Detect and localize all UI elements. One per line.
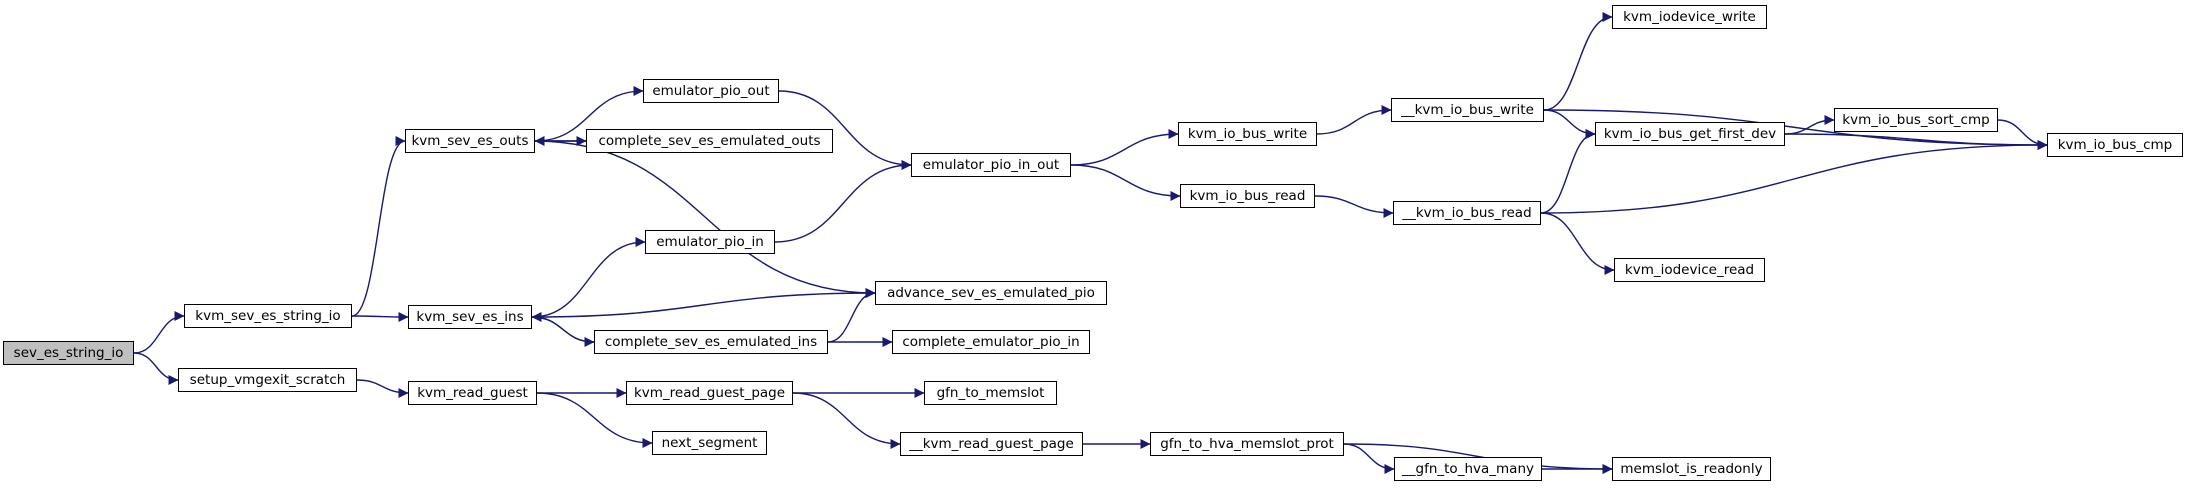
edge-kvm-io-bus-sort-cmp-to-kvm-io-bus-cmp — [1997, 119, 2048, 150]
edge-kvm-sev-es-string-io-to-kvm-sev-es-ins — [351, 311, 409, 322]
node-gfn-to-hva-memslot-prot[interactable]: gfn_to_hva_memslot_prot — [1150, 432, 1344, 456]
node-kvm-io-bus-get-first-dev[interactable]: kvm_io_bus_get_first_dev — [1595, 122, 1785, 146]
edge-complete-sev-es-emulated-ins-to-advance-sev-es-emulated-pio — [827, 288, 876, 343]
edge---kvm-io-bus-read-to-kvm-iodevice-read — [1540, 212, 1615, 275]
node-setup-vmgexit-scratch[interactable]: setup_vmgexit_scratch — [178, 368, 357, 392]
node-kvm-io-bus-read[interactable]: kvm_io_bus_read — [1180, 184, 1315, 208]
node-advance-sev-es-emulated-pio[interactable]: advance_sev_es_emulated_pio — [875, 281, 1107, 305]
node-complete-sev-es-emulated-ins[interactable]: complete_sev_es_emulated_ins — [594, 330, 828, 354]
node-emulator-pio-in-out[interactable]: emulator_pio_in_out — [911, 153, 1071, 177]
edge-emulator-pio-in-to-emulator-pio-in-out — [774, 160, 912, 243]
node-emulator-pio-out[interactable]: emulator_pio_out — [643, 79, 779, 103]
node-kvm-read-guest-page-internal[interactable]: __kvm_read_guest_page — [900, 432, 1083, 456]
edge-sev-es-string-io-to-kvm-sev-es-string-io — [133, 311, 185, 354]
node-complete-sev-es-emulated-outs[interactable]: complete_sev_es_emulated_outs — [586, 129, 833, 153]
node-kvm-read-guest[interactable]: kvm_read_guest — [408, 381, 537, 405]
node-gfn-to-memslot[interactable]: gfn_to_memslot — [924, 381, 1057, 405]
node-kvm-sev-es-string-io[interactable]: kvm_sev_es_string_io — [184, 304, 352, 328]
node-kvm-io-bus-sort-cmp[interactable]: kvm_io_bus_sort_cmp — [1834, 108, 1998, 132]
node-kvm-read-guest-page[interactable]: kvm_read_guest_page — [626, 381, 793, 405]
edge-setup-vmgexit-scratch-to-kvm-read-guest — [356, 379, 409, 398]
node-kvm-iodevice-write[interactable]: kvm_iodevice_write — [1612, 5, 1767, 29]
node-kvm-sev-es-outs[interactable]: kvm_sev_es_outs — [405, 129, 535, 153]
node-kvm-sev-es-ins[interactable]: kvm_sev_es_ins — [408, 305, 532, 329]
edge-emulator-pio-out-to-emulator-pio-in-out — [778, 90, 912, 170]
edge---kvm-io-bus-write-to-kvm-io-bus-get-first-dev — [1543, 109, 1596, 139]
node-sev-es-string-io[interactable]: sev_es_string_io — [3, 341, 134, 365]
node-kvm-io-bus-write[interactable]: kvm_io_bus_write — [1178, 122, 1317, 146]
edge-kvm-sev-es-outs-to-emulator-pio-out — [534, 86, 644, 142]
node-kvm-io-bus-write-internal[interactable]: __kvm_io_bus_write — [1391, 98, 1544, 122]
node-kvm-iodevice-read[interactable]: kvm_iodevice_read — [1614, 258, 1765, 282]
edge-sev-es-string-io-to-setup-vmgexit-scratch — [133, 352, 179, 385]
node-next-segment[interactable]: next_segment — [652, 431, 767, 455]
edge-kvm-sev-es-ins-to-emulator-pio-in — [531, 237, 646, 318]
node-memslot-is-readonly[interactable]: memslot_is_readonly — [1612, 457, 1771, 481]
edge-kvm-sev-es-ins-to-advance-sev-es-emulated-pio — [531, 288, 876, 318]
node-complete-emulator-pio-in[interactable]: complete_emulator_pio_in — [892, 330, 1090, 354]
edge-kvm-sev-es-outs-to-advance-sev-es-emulated-pio — [534, 140, 876, 298]
node-emulator-pio-in[interactable]: emulator_pio_in — [645, 230, 775, 254]
node-gfn-to-hva-many-internal[interactable]: __gfn_to_hva_many — [1394, 457, 1542, 481]
edge-gfn-to-hva-memslot-prot-to---gfn-to-hva-many — [1343, 443, 1395, 474]
edge-kvm-read-guest-page-to---kvm-read-guest-page — [792, 392, 901, 449]
edge-kvm-read-guest-to-next-segment — [536, 392, 653, 448]
edge-kvm-io-bus-read-to---kvm-io-bus-read — [1314, 195, 1394, 218]
edge-kvm-io-bus-write-to---kvm-io-bus-write — [1316, 105, 1392, 135]
edge-kvm-io-bus-get-first-dev-to-kvm-io-bus-cmp — [1784, 133, 2048, 150]
edge---kvm-io-bus-read-to-kvm-io-bus-get-first-dev — [1540, 129, 1596, 214]
edge-kvm-sev-es-string-io-to-kvm-sev-es-outs — [351, 136, 406, 317]
edge-gfn-to-hva-memslot-prot-to-memslot-is-readonly — [1343, 443, 1613, 474]
edge---kvm-io-bus-read-to-kvm-io-bus-cmp — [1540, 140, 2048, 214]
edge-emulator-pio-in-out-to-kvm-io-bus-read — [1070, 164, 1181, 201]
edge-complete-sev-es-emulated-ins-to-kvm-sev-es-ins — [531, 312, 595, 343]
edge---kvm-io-bus-write-to-kvm-iodevice-write — [1543, 12, 1613, 111]
node-kvm-io-bus-read-internal[interactable]: __kvm_io_bus_read — [1393, 201, 1541, 225]
edge-emulator-pio-in-out-to-kvm-io-bus-write — [1070, 129, 1179, 166]
node-kvm-io-bus-cmp[interactable]: kvm_io_bus_cmp — [2047, 133, 2183, 157]
